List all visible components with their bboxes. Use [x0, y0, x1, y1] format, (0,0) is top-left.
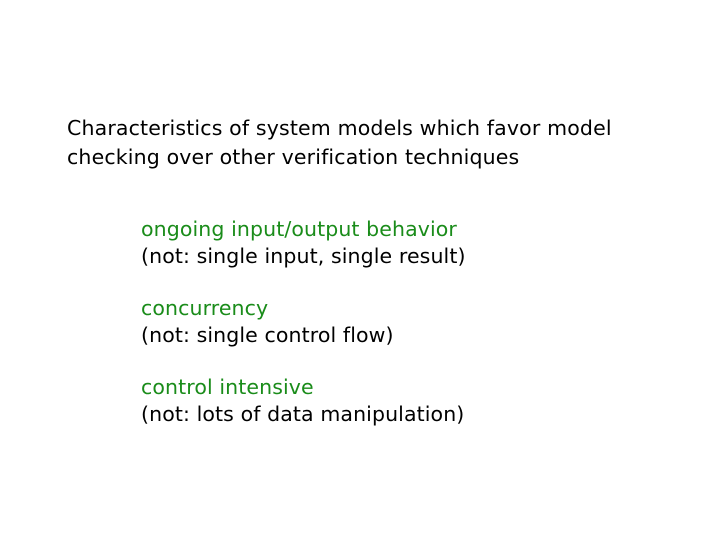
characteristic-item: control intensive (not: lots of data man…	[141, 374, 641, 428]
characteristic-note: (not: lots of data manipulation)	[141, 402, 465, 426]
characteristic-lead: control intensive	[141, 375, 314, 399]
heading-line-2: checking over other verification techniq…	[67, 145, 520, 169]
characteristic-item: concurrency (not: single control flow)	[141, 295, 641, 349]
characteristic-note: (not: single control flow)	[141, 323, 394, 347]
characteristic-lead: ongoing input/output behavior	[141, 217, 457, 241]
heading-line-1: Characteristics of system models which f…	[67, 116, 612, 140]
characteristic-note: (not: single input, single result)	[141, 244, 466, 268]
characteristics-list: ongoing input/output behavior (not: sing…	[141, 216, 641, 428]
slide-heading: Characteristics of system models which f…	[67, 114, 671, 172]
characteristic-item: ongoing input/output behavior (not: sing…	[141, 216, 641, 270]
characteristic-lead: concurrency	[141, 296, 269, 320]
